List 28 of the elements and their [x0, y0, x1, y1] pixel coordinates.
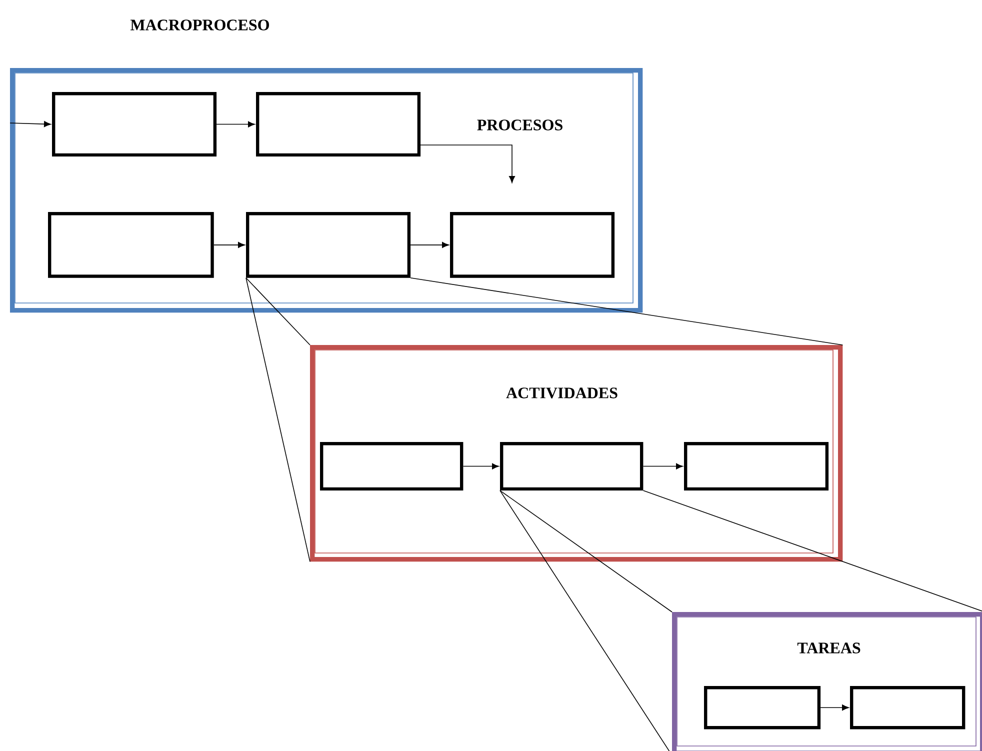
process-box — [684, 442, 829, 491]
process-box — [704, 686, 821, 730]
heading: MACROPROCESO — [130, 20, 269, 30]
arrow — [216, 121, 255, 128]
process-box — [256, 92, 421, 157]
process-box — [48, 212, 214, 278]
arrow — [462, 463, 499, 470]
arrow — [418, 144, 515, 183]
zoom-line — [410, 277, 844, 346]
arrow — [10, 121, 51, 128]
zoom-line — [246, 277, 310, 346]
process-box — [450, 212, 615, 278]
process-box — [52, 92, 217, 157]
arrow — [642, 463, 683, 470]
process-box — [850, 686, 966, 730]
zoom-line — [642, 490, 982, 612]
zoom-line — [500, 490, 672, 612]
process-box — [246, 212, 411, 278]
process-box — [500, 442, 644, 491]
arrow — [820, 704, 849, 711]
heading: PROCESOS — [477, 120, 562, 130]
process-box — [320, 442, 464, 491]
zoom-line — [246, 277, 310, 562]
heading: ACTIVIDADES — [506, 388, 618, 398]
zoom-line — [500, 490, 672, 751]
arrow — [213, 242, 245, 248]
heading: TAREAS — [797, 642, 860, 654]
arrow — [410, 242, 449, 248]
